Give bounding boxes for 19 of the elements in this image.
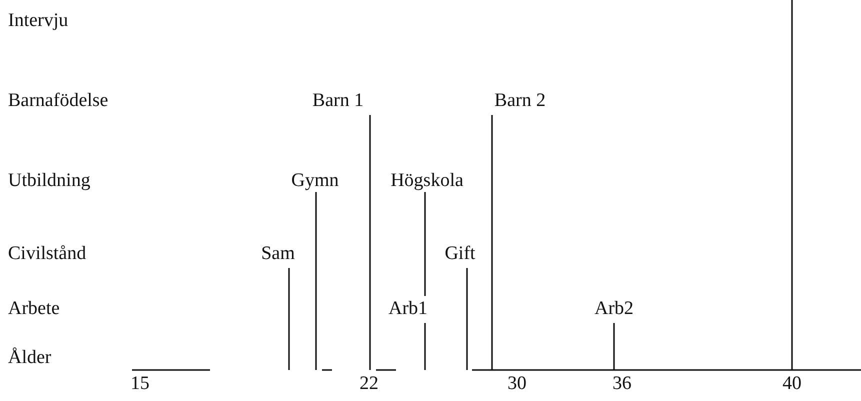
row-label: Barnafödelse	[8, 90, 108, 112]
tick-label: 36	[612, 373, 632, 395]
row-label: Utbildning	[8, 170, 90, 192]
row-label: Civilstånd	[8, 243, 86, 265]
tick-label: 40	[782, 373, 802, 395]
event-label: Barn 2	[494, 90, 546, 112]
row-label: Intervju	[8, 10, 68, 32]
tick-label: 22	[360, 373, 378, 395]
event-label: Gift	[444, 243, 476, 265]
tick-label: 15	[130, 373, 150, 395]
event-label: Högskola	[390, 170, 464, 192]
row-label: Arbete	[8, 298, 60, 320]
event-label: Sam	[261, 243, 295, 265]
tick-label: 30	[508, 373, 526, 395]
event-label: Barn 1	[312, 90, 364, 112]
event-label: Arb2	[594, 298, 634, 320]
event-label: Arb1	[388, 298, 428, 320]
row-label: Ålder	[8, 347, 52, 369]
event-label: Gymn	[291, 170, 339, 192]
